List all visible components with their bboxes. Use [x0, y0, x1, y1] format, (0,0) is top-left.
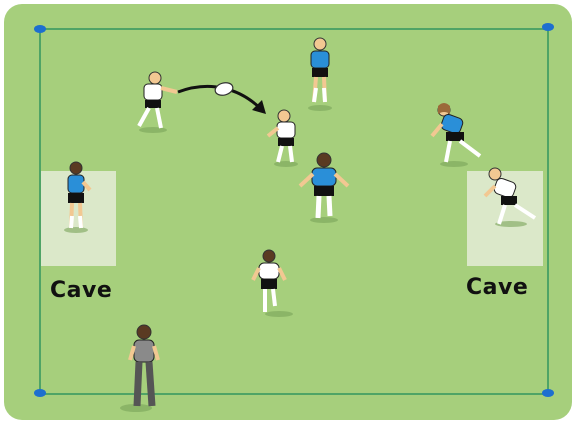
cave-label-right: Cave — [466, 275, 528, 300]
cone-icon — [542, 389, 554, 397]
cone-icon — [542, 23, 554, 31]
cone-icon — [34, 389, 46, 397]
cone-icon — [34, 25, 46, 33]
cave-label-left: Cave — [50, 278, 112, 303]
